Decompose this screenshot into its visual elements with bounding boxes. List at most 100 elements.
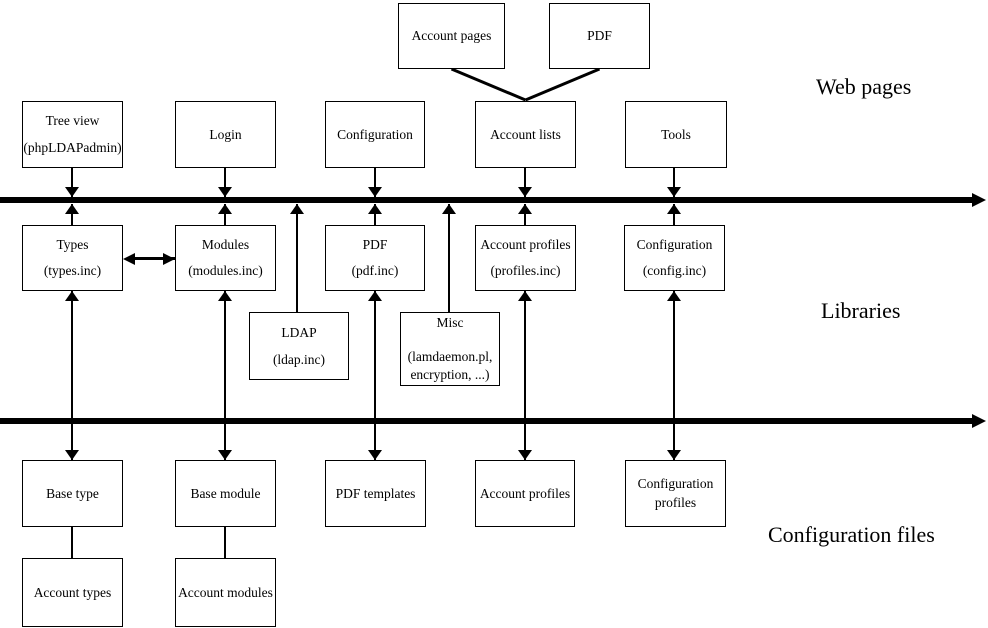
arrowhead	[667, 204, 681, 214]
box-label: Login	[209, 126, 242, 142]
connector-bus-to-modules	[224, 204, 226, 225]
connector-types-modules	[129, 257, 175, 260]
box-label: Account profiles	[479, 485, 571, 501]
box-login: Login	[175, 101, 276, 168]
box-configuration-lib: Configuration (config.inc)	[624, 225, 725, 291]
arrowhead	[518, 291, 532, 301]
box-sublabel: (modules.inc)	[188, 263, 263, 279]
box-sublabel: (lamdaemon.pl, encryption, ...)	[407, 348, 493, 382]
box-sublabel: (pdf.inc)	[351, 263, 399, 279]
connector-tree-view-to-bus	[71, 168, 73, 197]
box-account-modules: Account modules	[175, 558, 276, 627]
arrowhead	[65, 291, 79, 301]
connector-bus-to-pdf-lib	[374, 204, 376, 225]
box-label: Modules	[201, 236, 250, 252]
box-label: Tree view	[45, 113, 100, 129]
box-sublabel: (config.inc)	[642, 263, 707, 279]
box-tools: Tools	[625, 101, 727, 168]
arrowhead	[368, 291, 382, 301]
arrowhead	[218, 204, 232, 214]
box-label: Base type	[46, 485, 99, 501]
connector-base-module-to-account-modules	[224, 527, 226, 558]
box-label: LDAP	[281, 324, 317, 340]
arrowhead	[218, 187, 232, 197]
layer-divider-libraries-config	[0, 418, 972, 424]
section-label-configuration-files: Configuration files	[768, 522, 935, 547]
box-sublabel: (ldap.inc)	[272, 351, 326, 367]
box-label: PDF templates	[335, 485, 416, 501]
connector-bus-to-configuration-lib	[673, 204, 675, 225]
arrowhead	[123, 253, 135, 265]
connector-configuration-page-to-bus	[374, 168, 376, 197]
box-label: Configuration	[636, 236, 713, 252]
connector-tools-to-bus	[673, 168, 675, 197]
box-label: Configuration	[337, 126, 413, 142]
box-base-type: Base type	[22, 460, 123, 527]
section-label-libraries: Libraries	[821, 298, 901, 323]
connector-bus-to-types	[71, 204, 73, 225]
box-tree-view: Tree view (phpLDAPadmin)	[22, 101, 123, 168]
arrowhead	[518, 204, 532, 214]
box-sublabel: (profiles.inc)	[490, 263, 561, 279]
box-account-profiles-lib: Account profiles (profiles.inc)	[475, 225, 576, 291]
arrowhead	[518, 450, 532, 460]
connector-account-lists-to-bus	[524, 168, 526, 197]
box-pdf-lib: PDF (pdf.inc)	[325, 225, 425, 291]
box-account-profiles-files: Account profiles	[475, 460, 575, 527]
box-account-lists: Account lists	[475, 101, 576, 168]
connector-types-to-base-type	[71, 291, 73, 460]
arrowhead	[163, 253, 175, 265]
arrowhead	[65, 204, 79, 214]
box-types: Types (types.inc)	[22, 225, 123, 291]
arrowhead	[667, 187, 681, 197]
connector-base-type-to-account-types	[71, 527, 73, 558]
box-label: Configuration	[637, 476, 714, 492]
arrowhead	[290, 204, 304, 214]
box-misc: Misc (lamdaemon.pl, encryption, ...)	[400, 312, 500, 386]
arrowhead	[368, 187, 382, 197]
box-account-types: Account types	[22, 558, 123, 627]
box-sublabel: (types.inc)	[43, 263, 102, 279]
arrowhead	[667, 291, 681, 301]
box-label: Tools	[661, 126, 691, 142]
connector-pdf-to-account-lists	[524, 67, 601, 102]
connector-ldap-to-bus	[296, 204, 298, 312]
connector-configuration-lib-to-profiles	[673, 291, 675, 460]
arrowhead	[368, 204, 382, 214]
box-label: PDF	[362, 236, 388, 252]
arrowhead	[442, 204, 456, 214]
connector-account-pages-to-account-lists	[450, 67, 527, 102]
box-configuration-page: Configuration	[325, 101, 425, 168]
connector-bus-to-account-profiles-lib	[524, 204, 526, 225]
layer-divider-web-libraries	[0, 197, 972, 203]
arrowhead	[65, 450, 79, 460]
connector-login-to-bus	[224, 168, 226, 197]
layer-divider-tip	[972, 414, 986, 428]
box-label: Account modules	[178, 584, 273, 600]
box-account-pages: Account pages	[398, 3, 505, 69]
connector-pdf-lib-to-pdf-templates	[374, 291, 376, 460]
arrowhead	[65, 187, 79, 197]
layer-divider-tip	[972, 193, 986, 207]
box-label: Account profiles	[480, 236, 571, 252]
box-label: PDF	[587, 28, 612, 44]
box-label: Account lists	[490, 126, 561, 142]
arrowhead	[368, 450, 382, 460]
box-label: Account types	[33, 584, 112, 600]
box-pdf-page: PDF	[549, 3, 650, 69]
box-pdf-templates: PDF templates	[325, 460, 426, 527]
connector-misc-to-bus	[448, 204, 450, 312]
connector-account-profiles-lib-to-files	[524, 291, 526, 460]
box-label: Base module	[190, 485, 261, 501]
box-modules: Modules (modules.inc)	[175, 225, 276, 291]
box-configuration-profiles: Configuration profiles	[625, 460, 726, 527]
arrowhead	[218, 450, 232, 460]
arrowhead	[218, 291, 232, 301]
box-label: Account pages	[411, 28, 492, 44]
connector-modules-to-base-module	[224, 291, 226, 460]
arrowhead	[518, 187, 532, 197]
box-label: Misc	[436, 315, 464, 330]
box-label: profiles	[654, 494, 697, 510]
